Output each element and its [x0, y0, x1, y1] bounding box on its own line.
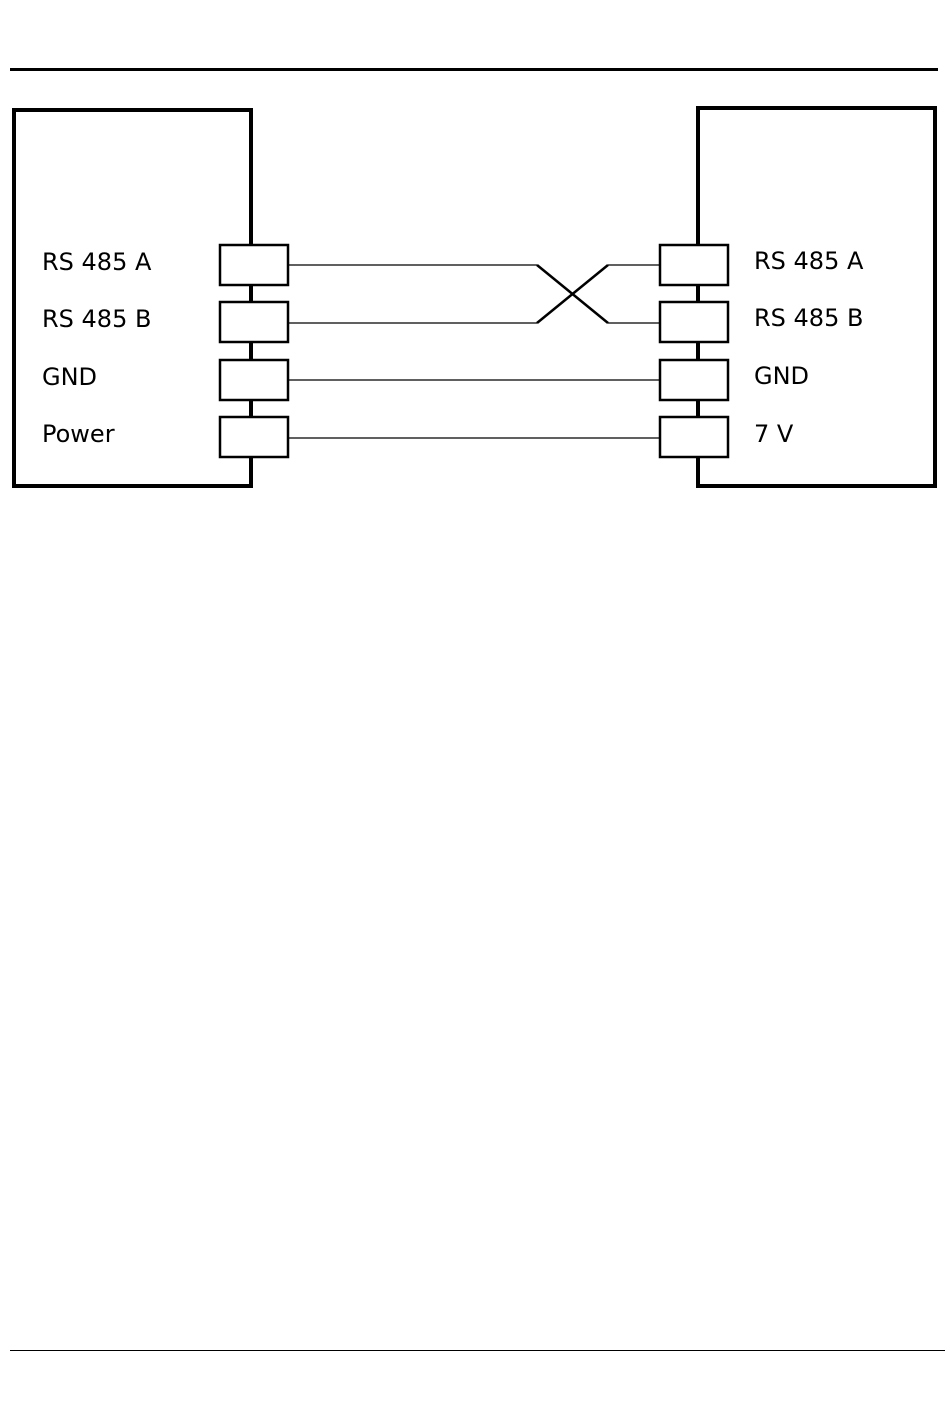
left-pin-label-gnd: GND [42, 363, 97, 391]
right-pin-label-rs485b: RS 485 B [754, 304, 863, 332]
left-terminal-2 [220, 302, 288, 342]
right-pin-label-rs485a: RS 485 A [754, 247, 863, 275]
left-terminal-4 [220, 417, 288, 457]
right-pin-label-gnd: GND [754, 362, 809, 390]
right-pin-label-7v: 7 V [754, 420, 793, 448]
right-terminal-3 [660, 360, 728, 400]
right-terminal-2 [660, 302, 728, 342]
left-terminal-1 [220, 245, 288, 285]
right-terminal-4 [660, 417, 728, 457]
left-pin-label-rs485b: RS 485 B [42, 305, 151, 333]
footer-rule [10, 1350, 945, 1351]
right-terminals [660, 245, 728, 457]
right-device-box [698, 108, 935, 486]
wires [288, 265, 660, 438]
left-pin-label-power: Power [42, 420, 115, 448]
left-terminals [220, 245, 288, 457]
left-pin-label-rs485a: RS 485 A [42, 248, 151, 276]
right-terminal-1 [660, 245, 728, 285]
left-terminal-3 [220, 360, 288, 400]
